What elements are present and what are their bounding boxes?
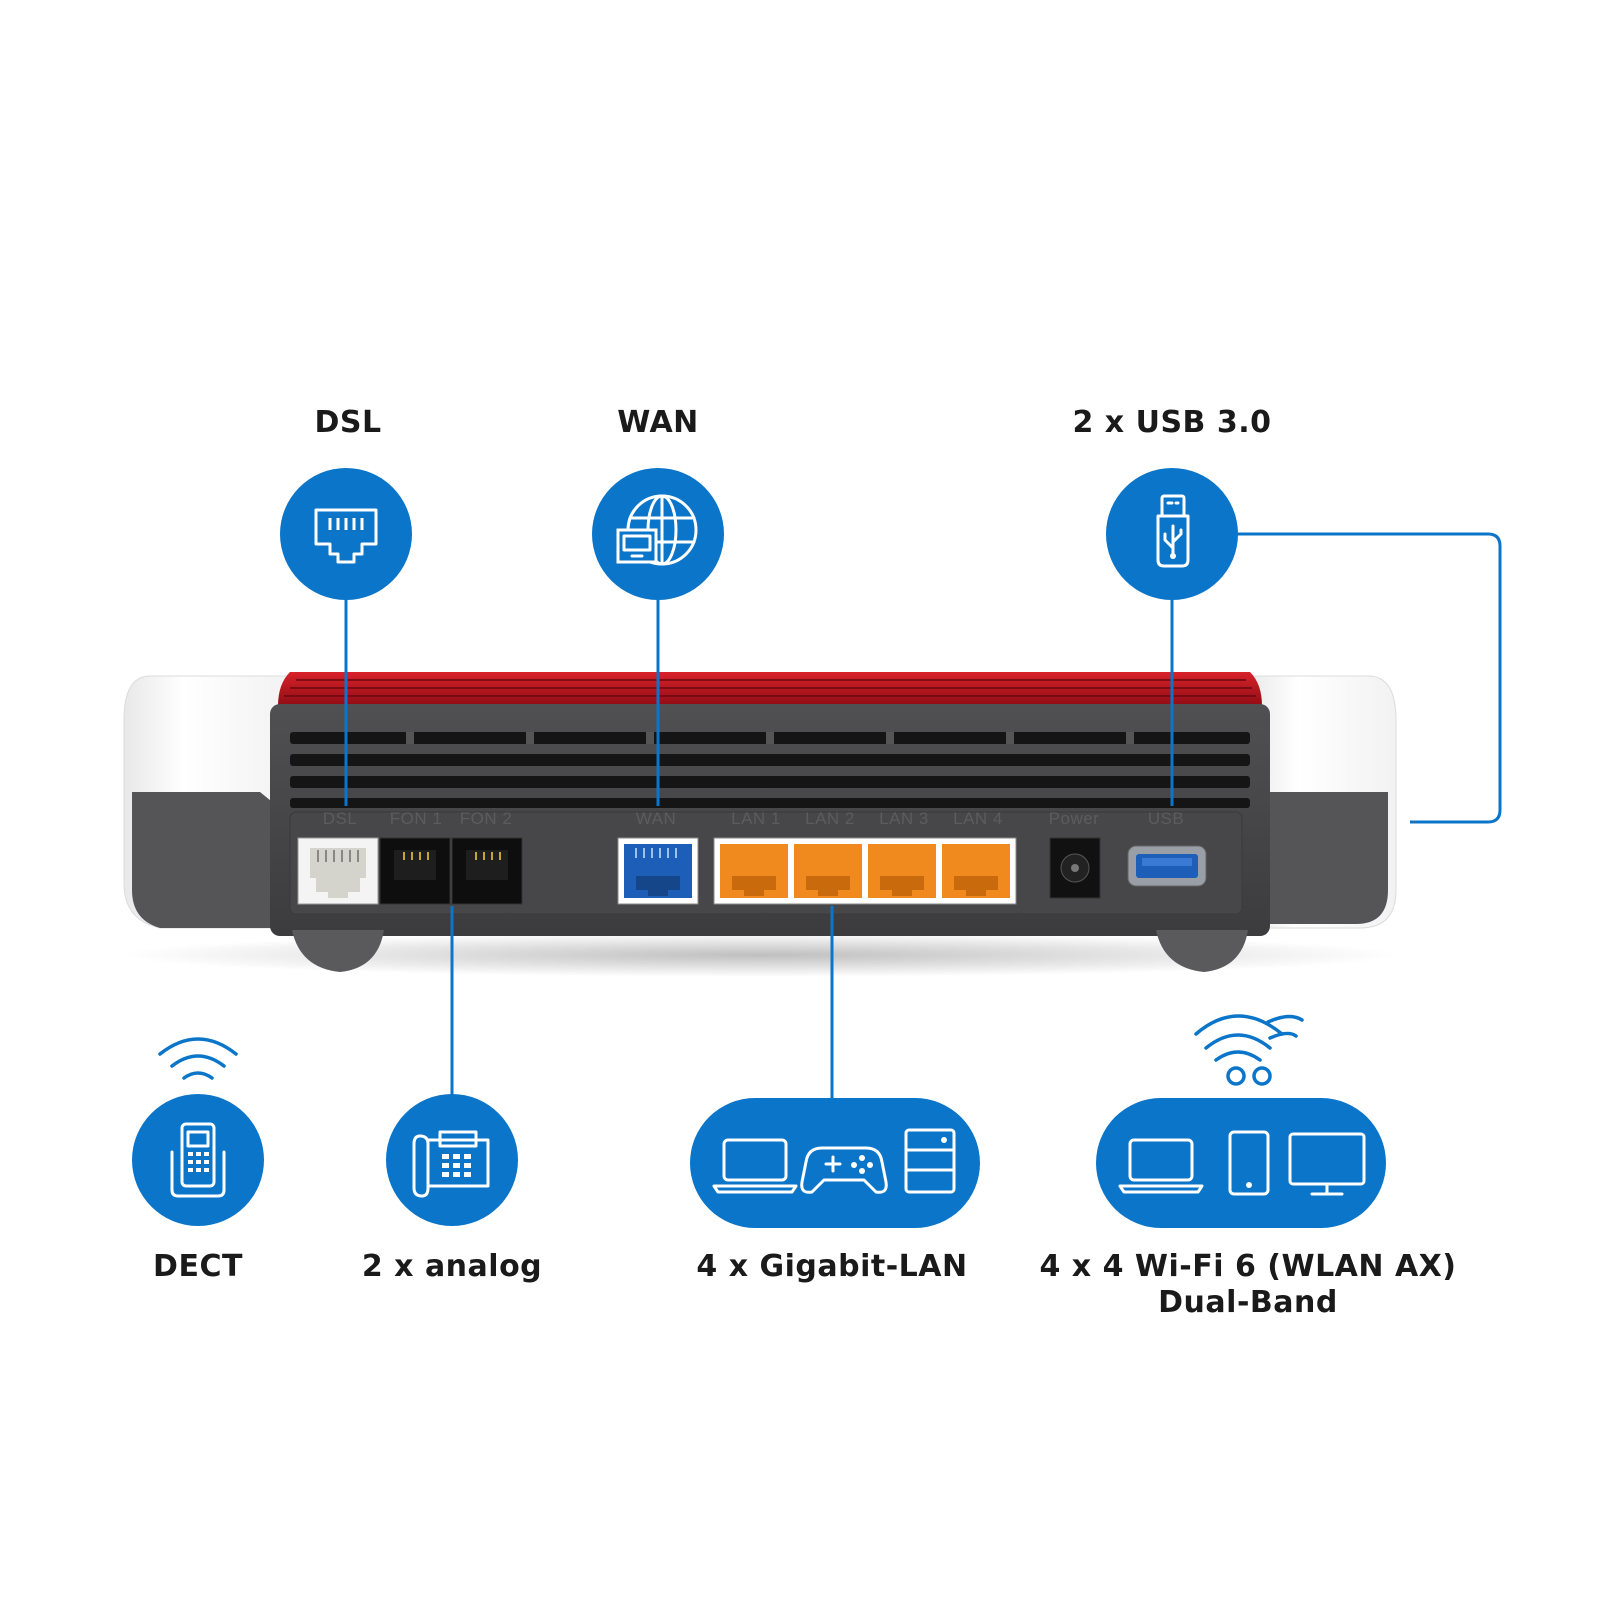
port-label-usb: USB — [1148, 809, 1184, 828]
dect-badge — [132, 1094, 264, 1226]
gamepad-icon — [800, 1146, 888, 1194]
port-label-fon2: FON 2 — [460, 809, 513, 828]
wifi-label-line1: 4 x 4 Wi-Fi 6 (WLAN AX) — [1039, 1249, 1456, 1284]
wan-port — [617, 837, 699, 905]
lan1-port — [720, 844, 788, 898]
lan-badge — [690, 1098, 980, 1228]
lan3-port — [868, 844, 936, 898]
wifi-badge — [1096, 1098, 1386, 1228]
lan4-port — [942, 844, 1010, 898]
nas-icon — [904, 1128, 956, 1194]
lan2-port — [794, 844, 862, 898]
router-illustration: DSL FON 1 FON 2 WAN LAN 1 LAN 2 LAN 3 LA… — [120, 672, 1400, 977]
dsl-port — [297, 837, 379, 905]
fon2-port — [451, 837, 523, 905]
wan-badge — [592, 468, 724, 600]
cordless-phone-icon — [170, 1122, 226, 1198]
laptop-icon — [1118, 1138, 1204, 1194]
lan-label: 4 x Gigabit-LAN — [696, 1249, 967, 1284]
usb-badge — [1106, 468, 1238, 600]
usb-stick-icon — [1156, 494, 1190, 568]
port-label-lan1: LAN 1 — [731, 809, 781, 828]
port-label-dsl: DSL — [323, 809, 358, 828]
dect-signal-icon — [158, 1037, 238, 1080]
analog-label: 2 x analog — [362, 1249, 542, 1284]
port-label-power: Power — [1049, 809, 1100, 828]
dect-label: DECT — [153, 1249, 243, 1284]
connector-lines — [344, 532, 1502, 1104]
port-label-lan3: LAN 3 — [879, 809, 929, 828]
wan-label: WAN — [617, 405, 699, 440]
port-label-wan: WAN — [636, 809, 677, 828]
globe-network-icon — [616, 494, 698, 566]
fon1-port — [379, 837, 451, 905]
port-label-fon1: FON 1 — [390, 809, 443, 828]
wifi-label-line2: Dual-Band — [1158, 1285, 1338, 1320]
port-label-lan4: LAN 4 — [953, 809, 1003, 828]
analog-badge — [386, 1094, 518, 1226]
desk-phone-icon — [412, 1130, 490, 1198]
dsl-badge — [280, 468, 412, 600]
port-label-lan2: LAN 2 — [805, 809, 855, 828]
laptop-icon — [712, 1138, 798, 1194]
ethernet-port-icon — [314, 508, 378, 564]
usb-label: 2 x USB 3.0 — [1072, 405, 1271, 440]
dsl-label: DSL — [314, 405, 381, 440]
power-jack — [1049, 837, 1101, 899]
monitor-icon — [1288, 1132, 1366, 1196]
usb-port — [1127, 845, 1207, 887]
smartphone-icon — [1228, 1130, 1270, 1196]
wifi-signal-icon — [1194, 1014, 1304, 1086]
